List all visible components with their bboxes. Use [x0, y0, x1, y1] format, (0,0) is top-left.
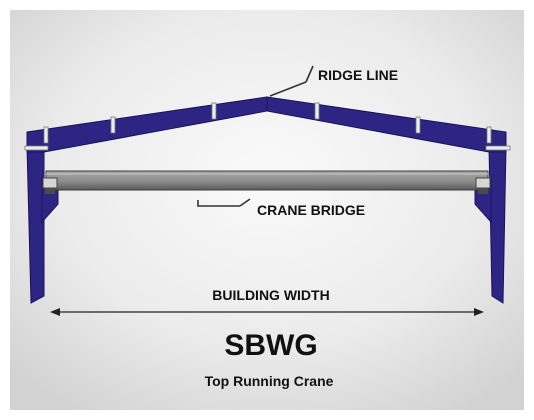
ridge-line-label: RIDGE LINE	[318, 67, 398, 83]
left-arrowhead	[50, 308, 60, 316]
building-width-dimension	[50, 308, 484, 316]
diagram-title: SBWG	[224, 329, 317, 362]
crane-bridge-leader	[197, 198, 251, 207]
crane-bridge	[42, 170, 491, 194]
right-eave-girt	[485, 145, 511, 151]
purlin	[486, 126, 492, 144]
background-panel	[10, 10, 524, 410]
purlin	[211, 102, 217, 120]
purlins	[43, 102, 492, 144]
left-eave-girt	[24, 145, 49, 151]
left-end-truck	[42, 177, 58, 189]
right-end-truck	[475, 177, 491, 189]
purlin	[110, 116, 116, 134]
ridge-line-leader	[269, 65, 314, 97]
right-runway-beam	[478, 188, 488, 194]
building-width-label: BUILDING WIDTH	[212, 287, 329, 303]
crane-bridge-label: CRANE BRIDGE	[257, 202, 365, 218]
purlin	[43, 126, 49, 144]
left-runway-beam	[45, 188, 55, 194]
right-rafter	[266, 96, 507, 153]
diagram-subtitle: Top Running Crane	[205, 373, 334, 389]
purlin	[415, 116, 421, 134]
right-arrowhead	[474, 308, 484, 316]
right-column	[488, 146, 507, 304]
purlin	[314, 102, 320, 120]
